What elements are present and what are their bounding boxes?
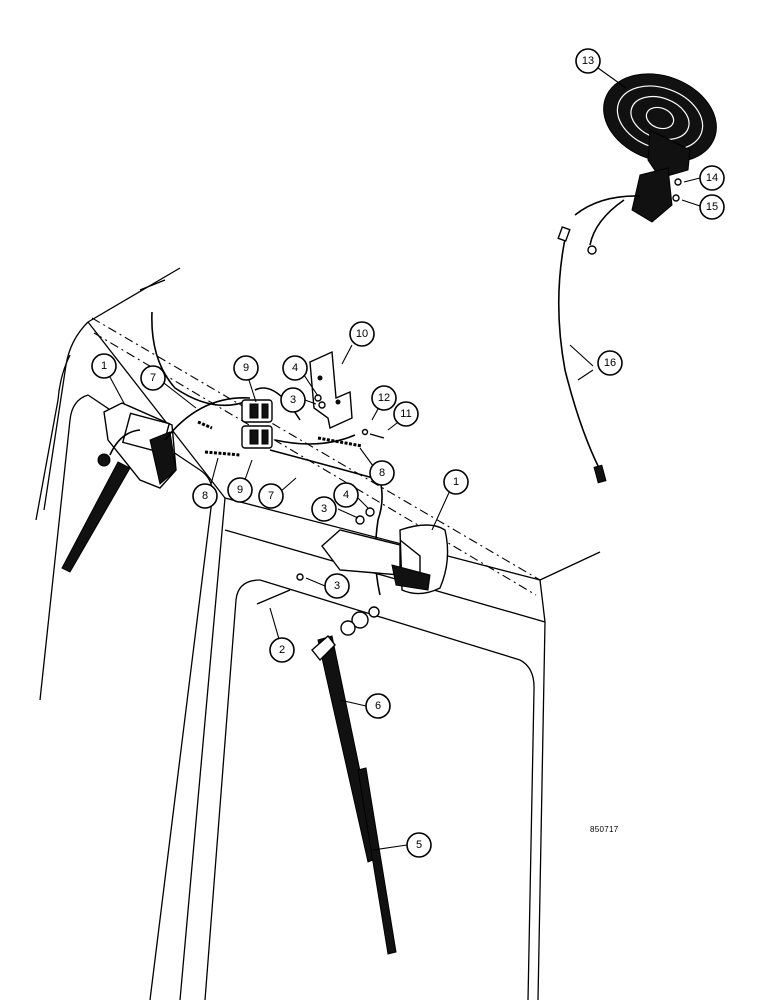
svg-text:8: 8 <box>379 467 385 479</box>
callout-5: 5 <box>406 832 432 858</box>
svg-text:4: 4 <box>343 489 349 501</box>
svg-text:16: 16 <box>604 357 616 369</box>
callout-11: 11 <box>393 401 419 427</box>
bracket-hole <box>335 399 341 405</box>
callout-15: 15 <box>699 194 725 220</box>
svg-text:5: 5 <box>416 839 422 851</box>
left-wiper-arm <box>61 461 131 573</box>
bracket-hole <box>317 375 323 381</box>
callout-13: 13 <box>575 48 601 74</box>
fan-screw <box>674 178 682 186</box>
callout-6: 6 <box>365 693 391 719</box>
svg-text:3: 3 <box>290 394 296 406</box>
wiper-switch-lower <box>241 425 273 449</box>
callout-4-upper: 4 <box>282 355 308 381</box>
callout-7-lower: 7 <box>258 483 284 509</box>
svg-text:9: 9 <box>237 484 243 496</box>
callout-3-middle: 3 <box>311 496 337 522</box>
callout-8-right: 8 <box>369 460 395 486</box>
figure-reference-code: 850717 <box>590 825 619 834</box>
wire-sleeve-left <box>204 450 241 457</box>
svg-text:6: 6 <box>375 700 381 712</box>
switch-mounting-bracket <box>309 350 353 430</box>
svg-text:4: 4 <box>292 362 298 374</box>
callout-1-left: 1 <box>91 353 117 379</box>
right-wiper-motor <box>321 524 449 595</box>
mounting-bolt <box>256 589 291 605</box>
svg-text:12: 12 <box>378 392 390 404</box>
wiper-switch-upper <box>241 399 273 423</box>
leader-lines <box>103 67 701 851</box>
left-wiper-motor <box>97 402 177 489</box>
svg-text:3: 3 <box>321 503 327 515</box>
fan-harness <box>557 195 641 484</box>
svg-text:8: 8 <box>202 490 208 502</box>
svg-text:3: 3 <box>334 580 340 592</box>
callout-3-lower: 3 <box>324 573 350 599</box>
cab-outline <box>35 267 601 1000</box>
right-wiper-arm-cap <box>311 634 336 662</box>
svg-text:10: 10 <box>356 328 368 340</box>
nut <box>365 507 375 517</box>
fan-washer <box>672 194 680 202</box>
svg-text:13: 13 <box>582 55 594 67</box>
callout-4-lower: 4 <box>333 482 359 508</box>
washer <box>296 573 304 581</box>
wire-sleeve-upper-left <box>197 420 213 430</box>
callout-2: 2 <box>269 637 295 663</box>
callout-8-left: 8 <box>192 483 218 509</box>
defrost-fan <box>603 73 717 223</box>
svg-text:1: 1 <box>453 476 459 488</box>
arm-retainer-parts <box>340 606 380 636</box>
screw <box>369 433 385 439</box>
washer <box>318 401 326 409</box>
callout-3-upper: 3 <box>280 387 306 413</box>
svg-text:14: 14 <box>706 172 718 184</box>
wiper-blade <box>357 767 397 955</box>
wire-sleeve-right <box>317 436 363 448</box>
svg-text:11: 11 <box>400 408 411 420</box>
callout-12: 12 <box>371 385 397 411</box>
callout-10: 10 <box>349 321 375 347</box>
callout-16-upper: 16 <box>597 350 623 376</box>
svg-text:1: 1 <box>101 360 107 372</box>
callout-9-lower: 9 <box>227 477 253 503</box>
svg-text:2: 2 <box>279 644 285 656</box>
svg-text:7: 7 <box>150 372 156 384</box>
callout-14: 14 <box>699 165 725 191</box>
svg-text:9: 9 <box>243 362 249 374</box>
svg-text:7: 7 <box>268 490 274 502</box>
nut <box>314 394 322 402</box>
callout-9-upper: 9 <box>233 355 259 381</box>
svg-text:15: 15 <box>706 201 718 213</box>
callout-7-upper: 7 <box>140 365 166 391</box>
callout-1-right: 1 <box>443 469 469 495</box>
washer <box>361 428 369 436</box>
